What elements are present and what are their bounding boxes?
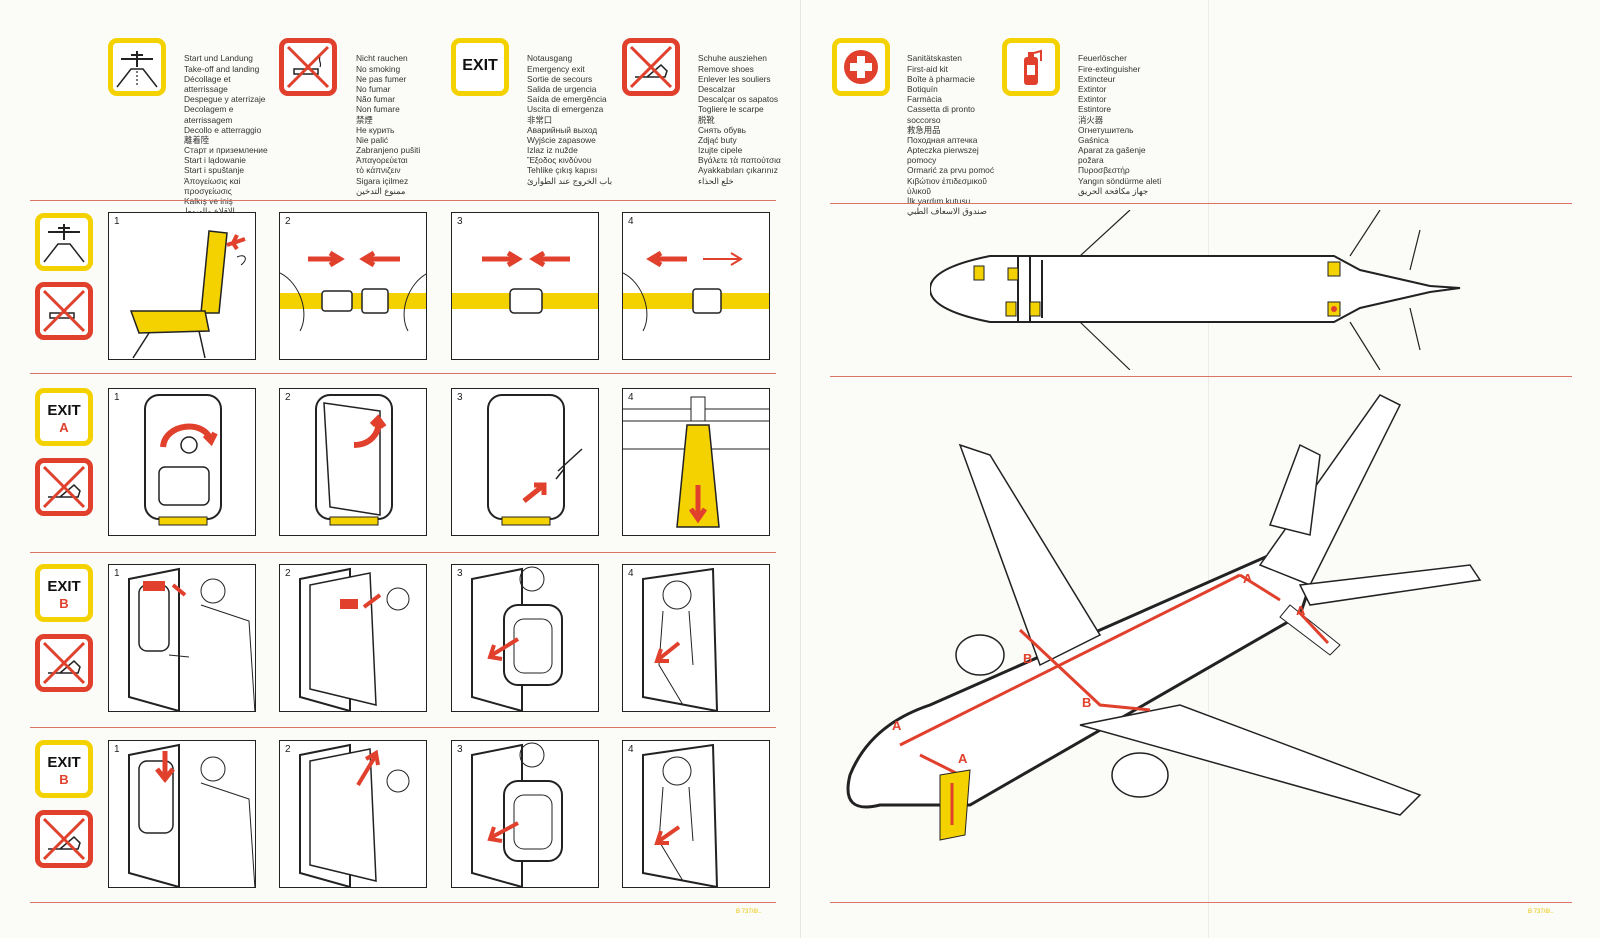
seat-upright-panel: 1 bbox=[108, 212, 256, 360]
exit-letter: A bbox=[59, 420, 69, 435]
door-open-panel: 2 bbox=[279, 388, 427, 536]
exit-sign-icon: EXIT bbox=[451, 38, 509, 96]
exit-a-marker: A bbox=[1243, 571, 1253, 586]
slide-handle-panel: 3 bbox=[451, 388, 599, 536]
window-exit-step-4: 4 bbox=[622, 564, 770, 712]
window-exit-b2-step-2: 2 bbox=[279, 740, 427, 888]
remove-shoes-icon bbox=[35, 810, 93, 868]
window-exit-b2-step-3: 3 bbox=[451, 740, 599, 888]
panel-fold bbox=[1208, 0, 1209, 938]
footer-code-right: B 737/8/.. bbox=[1528, 909, 1554, 915]
cabin-plan-diagram bbox=[930, 210, 1461, 370]
window-exit-b2-step-1: 1 bbox=[108, 740, 256, 888]
exit-a-marker: A bbox=[1296, 603, 1306, 618]
buckled-seatbelt-panel: 3 bbox=[451, 212, 599, 360]
no-smoking-icon bbox=[35, 282, 93, 340]
fasten-seatbelt-panel: 2 bbox=[279, 212, 427, 360]
step-number: 1 bbox=[114, 744, 120, 755]
step-number: 3 bbox=[457, 568, 463, 579]
footer-code-left: B 737/8/.. bbox=[736, 909, 762, 915]
takeoff-landing-icon bbox=[35, 213, 93, 271]
divider bbox=[830, 376, 1572, 377]
exit-sign-text: EXIT bbox=[47, 754, 81, 771]
divider bbox=[30, 902, 776, 903]
step-number: 1 bbox=[114, 392, 120, 403]
exit-sign-text: EXIT bbox=[462, 57, 498, 74]
exit-letter: B bbox=[59, 772, 69, 787]
step-number: 3 bbox=[457, 744, 463, 755]
remove-shoes-icon bbox=[35, 458, 93, 516]
release-seatbelt-panel: 4 bbox=[622, 212, 770, 360]
exit-a-marker: A bbox=[958, 751, 968, 766]
no-smoking-icon bbox=[279, 38, 337, 96]
exit-sign-text: EXIT bbox=[47, 578, 81, 595]
exit-a-icon: EXIT A bbox=[35, 388, 93, 446]
step-number: 3 bbox=[457, 216, 463, 227]
exit-letter: B bbox=[59, 596, 69, 611]
window-exit-step-2: 2 bbox=[279, 564, 427, 712]
divider bbox=[30, 200, 776, 201]
step-number: 2 bbox=[285, 216, 291, 227]
window-exit-b2-step-4: 4 bbox=[622, 740, 770, 888]
first-aid-icon bbox=[832, 38, 890, 96]
divider bbox=[30, 373, 776, 374]
aircraft-exit-diagram: A A B B A A bbox=[846, 394, 1482, 841]
center-fold bbox=[800, 0, 801, 938]
step-number: 4 bbox=[628, 392, 634, 403]
window-exit-step-1: 1 bbox=[108, 564, 256, 712]
exit-b-marker: B bbox=[1082, 695, 1091, 710]
exit-b-icon: EXIT B bbox=[35, 740, 93, 798]
remove-shoes-icon bbox=[622, 38, 680, 96]
step-number: 1 bbox=[114, 568, 120, 579]
step-number: 4 bbox=[628, 216, 634, 227]
step-number: 2 bbox=[285, 744, 291, 755]
step-number: 1 bbox=[114, 216, 120, 227]
divider bbox=[30, 552, 776, 553]
exit-a-marker: A bbox=[892, 718, 902, 733]
door-handle-panel: 1 bbox=[108, 388, 256, 536]
exit-sign-text: EXIT bbox=[47, 402, 81, 419]
takeoff-landing-icon bbox=[108, 38, 166, 96]
remove-shoes-icon bbox=[35, 634, 93, 692]
exit-b-marker: B bbox=[1023, 651, 1032, 666]
window-exit-step-3: 3 bbox=[451, 564, 599, 712]
slide-deployed-panel: 4 bbox=[622, 388, 770, 536]
step-number: 4 bbox=[628, 568, 634, 579]
exit-b-icon: EXIT B bbox=[35, 564, 93, 622]
fire-extinguisher-icon bbox=[1002, 38, 1060, 96]
divider bbox=[830, 902, 1572, 903]
divider bbox=[30, 727, 776, 728]
step-number: 4 bbox=[628, 744, 634, 755]
step-number: 3 bbox=[457, 392, 463, 403]
step-number: 2 bbox=[285, 568, 291, 579]
divider bbox=[830, 203, 1572, 204]
step-number: 2 bbox=[285, 392, 291, 403]
